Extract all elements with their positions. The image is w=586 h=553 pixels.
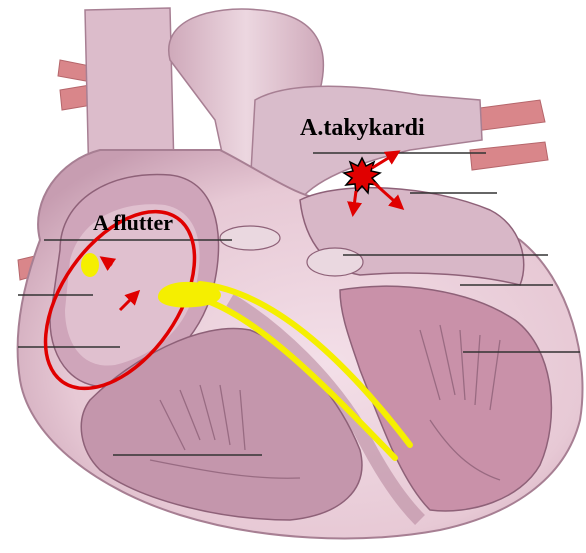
sinus-node xyxy=(81,253,99,277)
mitral-valve xyxy=(307,248,363,276)
tricuspid-valve xyxy=(220,226,280,250)
label-atrial-tachycardia: A.takykardi xyxy=(300,116,425,140)
label-atrial-flutter: A flutter xyxy=(93,212,173,234)
